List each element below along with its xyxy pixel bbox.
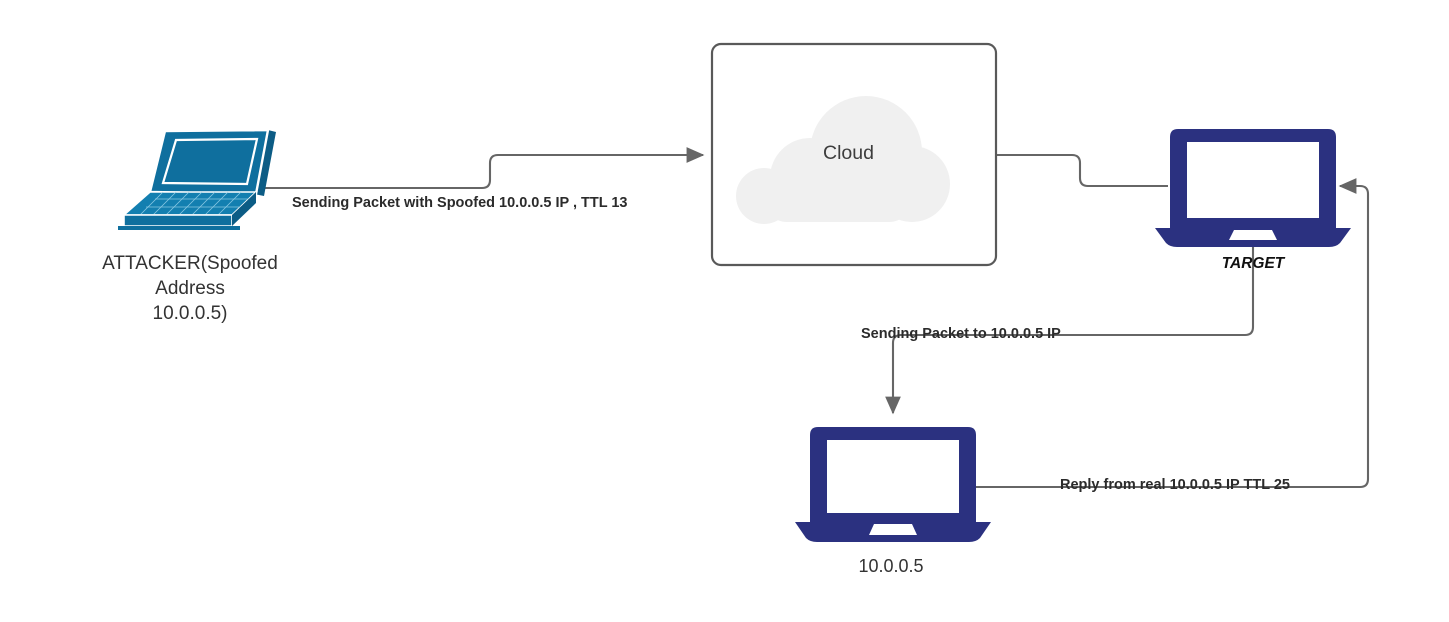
cloud-icon — [736, 96, 950, 224]
cloud-node-label: Cloud — [823, 142, 874, 164]
victim-node-label: 10.0.0.5 — [858, 556, 924, 576]
laptop-flat-icon — [1155, 129, 1351, 247]
connector-line-victim-target — [975, 178, 1370, 489]
edge-victim-to-target[interactable] — [975, 178, 1370, 489]
connector-line-attacker-cloud — [262, 147, 705, 190]
connector-line-cloud-target — [997, 153, 1168, 188]
edge-label-target-to-victim: Sending Packet to 10.0.0.5 IP — [861, 326, 1061, 342]
target-node-label: TARGET — [1221, 255, 1285, 272]
attacker-node-label: ATTACKER(Spoofed Address 10.0.0.5) — [102, 253, 278, 325]
node-victim[interactable] — [795, 427, 991, 542]
connector-line-target-victim — [885, 243, 1255, 415]
node-attacker[interactable] — [118, 128, 276, 230]
edge-cloud-to-target[interactable] — [997, 153, 1168, 188]
edge-attacker-to-cloud[interactable] — [262, 147, 705, 190]
edge-label-victim-to-target: Reply from real 10.0.0.5 IP TTL 25 — [1060, 477, 1290, 493]
node-cloud[interactable] — [710, 42, 998, 267]
laptop-flat-icon — [795, 427, 991, 542]
edge-target-to-victim[interactable] — [885, 243, 1255, 415]
laptop-3d-icon — [118, 128, 276, 230]
edge-label-attacker-to-cloud: Sending Packet with Spoofed 10.0.0.5 IP … — [292, 195, 628, 211]
node-target[interactable] — [1155, 129, 1351, 247]
